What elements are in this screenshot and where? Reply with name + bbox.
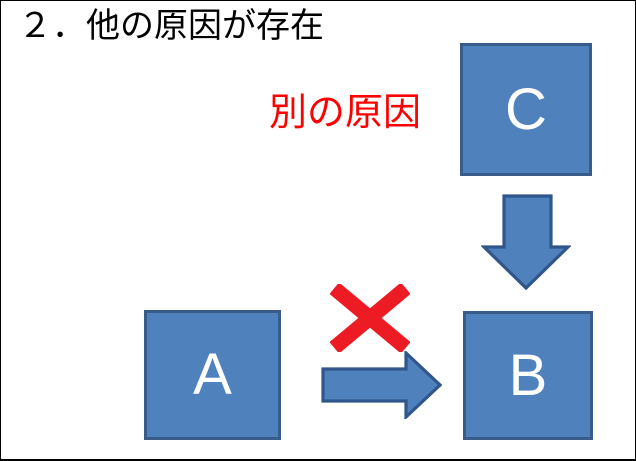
cross-mark-icon — [330, 284, 410, 352]
other-cause-label: 別の原因 — [269, 92, 422, 134]
node-label-c: C — [505, 76, 547, 142]
arrow-down-icon — [481, 194, 571, 291]
node-box-b: B — [463, 311, 593, 440]
slide-title: ２．他の原因が存在 — [18, 7, 324, 45]
node-label-b: B — [508, 342, 548, 408]
node-box-a: A — [144, 310, 281, 440]
arrow-right-icon — [321, 351, 442, 419]
node-label-a: A — [193, 342, 232, 407]
node-box-c: C — [460, 43, 592, 176]
